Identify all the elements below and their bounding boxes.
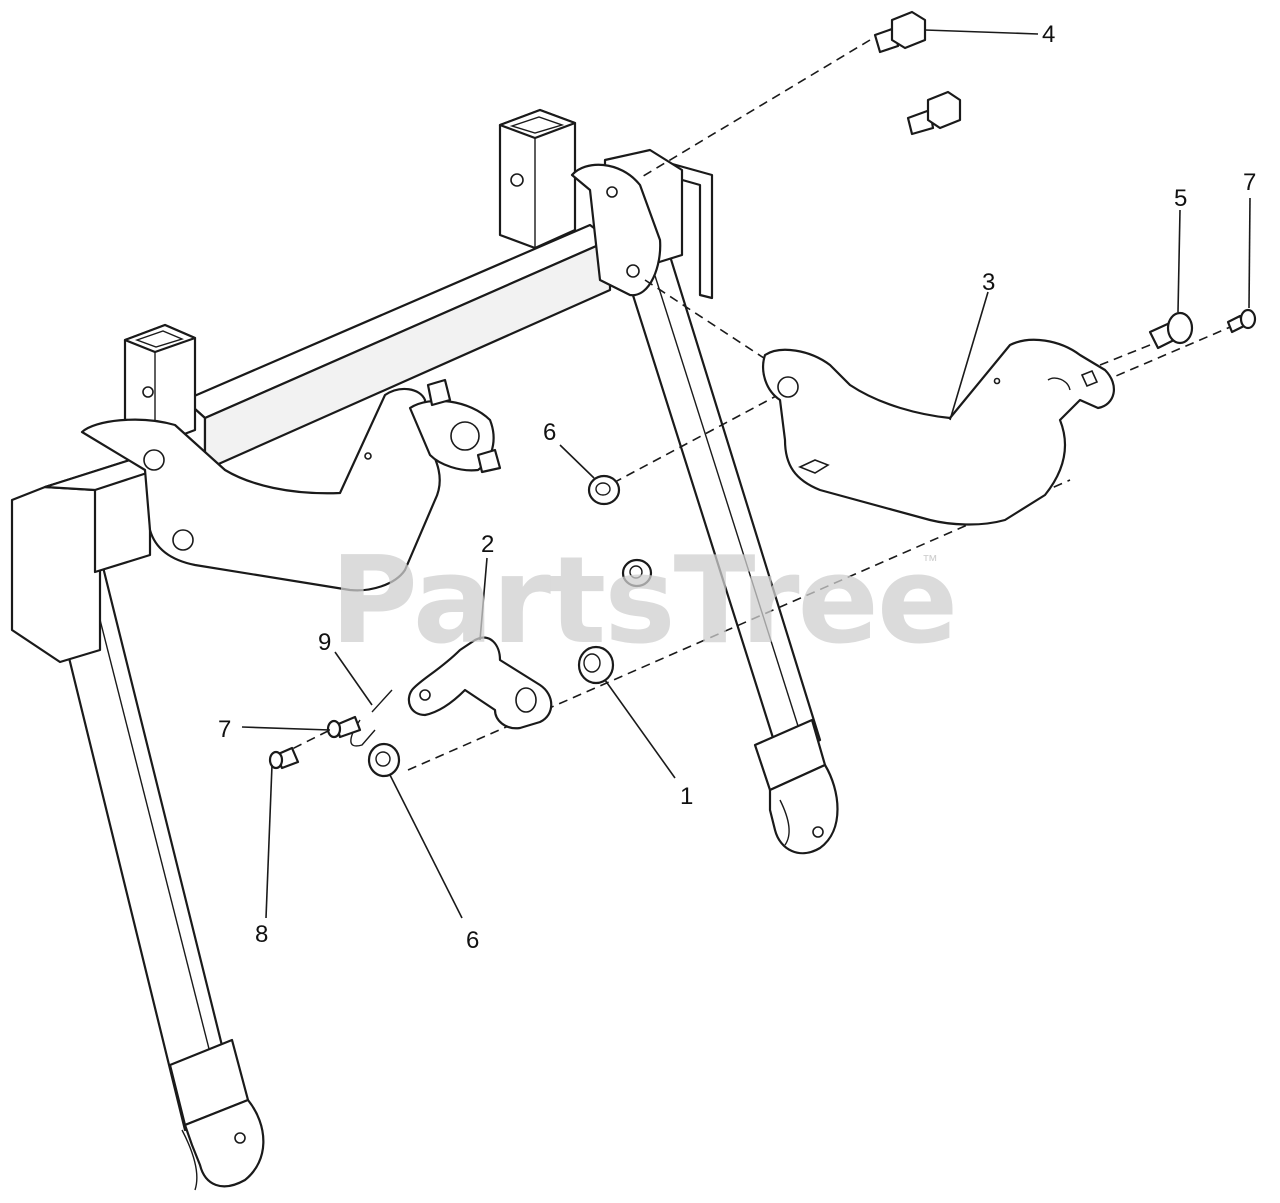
right-upright-post	[498, 108, 577, 250]
callout-4: 4	[1042, 21, 1055, 48]
spacer-bushing	[577, 645, 615, 685]
shoulder-bolt	[1148, 311, 1194, 350]
callout-8: 8	[255, 921, 268, 948]
partstree-watermark: PartsTree ™	[330, 532, 958, 671]
clevis-pin	[268, 746, 300, 770]
watermark-trademark: ™	[922, 553, 938, 570]
left-loader-arm	[43, 553, 265, 1191]
watermark-text: PartsTree	[330, 532, 956, 671]
right-mount-plate	[570, 148, 714, 300]
callout-3: 3	[982, 269, 995, 296]
right-bracket-plate	[762, 338, 1115, 526]
callout-6-lower: 6	[466, 927, 479, 954]
callout-leader-lines	[241, 29, 1251, 919]
callout-1: 1	[680, 783, 693, 810]
right-loader-arm	[623, 238, 839, 855]
cross-beam	[183, 223, 612, 472]
hex-bolt-upper	[873, 10, 927, 54]
small-bolt-right	[1226, 308, 1257, 334]
callout-labels: 4 5 7 3 6 2 9 7 1 8 6	[218, 21, 1256, 954]
hex-bolt-lower	[906, 90, 962, 136]
flange-nut-middle	[621, 558, 653, 588]
callout-5: 5	[1174, 185, 1187, 212]
callout-9: 9	[318, 629, 331, 656]
left-side-bracket	[80, 378, 502, 592]
flange-nut-upper	[587, 474, 621, 506]
torsion-spring	[350, 689, 393, 747]
callout-2: 2	[481, 531, 494, 558]
flange-nut-lower	[367, 742, 401, 778]
callout-6-upper: 6	[543, 419, 556, 446]
latch-plate	[407, 636, 553, 730]
left-upright-post	[123, 323, 197, 447]
left-mount-tube	[10, 458, 152, 664]
callout-7-right: 7	[1243, 169, 1256, 196]
callout-7-left: 7	[218, 716, 231, 743]
small-bolt-left	[326, 715, 362, 739]
